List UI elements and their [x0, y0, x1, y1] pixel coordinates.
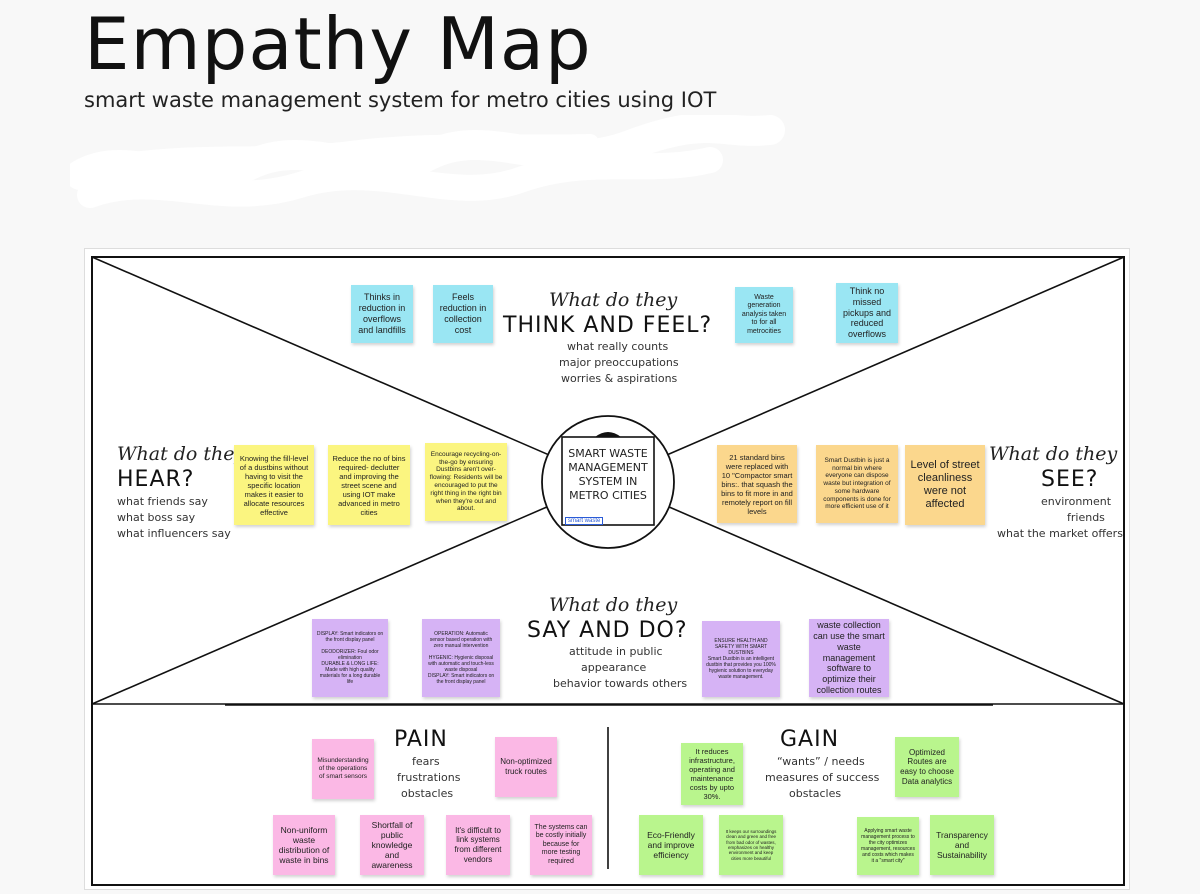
- pain-line-3: obstacles: [401, 787, 454, 800]
- say-line-3: behavior towards others: [553, 677, 688, 690]
- say-line-1: attitude in public: [569, 645, 663, 658]
- hear-script: What do they: [117, 443, 246, 465]
- redaction-scribble: [70, 115, 785, 208]
- gain-note[interactable]: It reduces infrastructure, operating and…: [681, 743, 743, 805]
- see-line-2: friends: [1067, 511, 1105, 524]
- think-line-3: worries & aspirations: [561, 372, 678, 385]
- pain-note[interactable]: Misunderstanding of the operations of sm…: [312, 739, 374, 799]
- see-heading: SEE?: [1041, 467, 1099, 492]
- hear-line-2: what boss say: [117, 511, 196, 524]
- say-note[interactable]: waste collection can use the smart waste…: [809, 619, 889, 697]
- think-note[interactable]: Feels reduction in collection cost: [433, 285, 493, 343]
- center-label: SMART WASTE MANAGEMENT SYSTEM IN METRO C…: [568, 447, 648, 502]
- gain-line-3: obstacles: [789, 787, 842, 800]
- pain-line-2: frustrations: [397, 771, 461, 784]
- hear-note[interactable]: Knowing the fill-level of a dustbins wit…: [234, 445, 314, 525]
- hear-heading: HEAR?: [117, 467, 195, 492]
- gain-note[interactable]: It keeps our surroundings clean and gree…: [719, 815, 783, 875]
- pain-note[interactable]: Non-optimized truck routes: [495, 737, 557, 797]
- pain-heading: PAIN: [394, 727, 448, 752]
- say-heading: SAY AND DO?: [527, 618, 688, 643]
- think-line-2: major preoccupations: [559, 356, 679, 369]
- page-subtitle: smart waste management system for metro …: [84, 88, 717, 112]
- say-note[interactable]: DISPLAY: Smart indicators on the front d…: [312, 619, 388, 697]
- gain-note[interactable]: Optimized Routes are easy to choose Data…: [895, 737, 959, 797]
- pain-note[interactable]: It's difficult to link systems from diff…: [446, 815, 510, 875]
- hear-note[interactable]: Encourage recycling-on-the-go by ensurin…: [425, 443, 507, 521]
- think-note[interactable]: Think no missed pickups and reduced over…: [836, 283, 898, 343]
- map-frame: [91, 256, 1125, 886]
- gain-line-2: measures of success: [765, 771, 880, 784]
- say-note[interactable]: ENSURE HEALTH AND SAFETY WITH SMART DUST…: [702, 621, 780, 697]
- say-script: What do they: [549, 594, 678, 616]
- gain-note[interactable]: Applying smart waste management process …: [857, 817, 919, 875]
- empathy-map-board: SMART WASTE MANAGEMENT SYSTEM IN METRO C…: [84, 248, 1130, 890]
- gain-line-1: “wants” / needs: [777, 755, 865, 768]
- see-script: What do they: [989, 443, 1118, 465]
- think-note[interactable]: Thinks in reduction in overflows and lan…: [351, 285, 413, 343]
- hear-line-1: what friends say: [117, 495, 208, 508]
- see-note[interactable]: 21 standard bins were replaced with 10 "…: [717, 445, 797, 523]
- see-line-3: what the market offers: [997, 527, 1123, 540]
- say-line-2: appearance: [581, 661, 647, 674]
- gain-note[interactable]: Transparency and Sustainability: [930, 815, 994, 875]
- hear-line-3: what influencers say: [117, 527, 231, 540]
- page-title: Empathy Map: [84, 2, 592, 86]
- say-note[interactable]: OPERATION: Automatic sensor based operat…: [422, 619, 500, 697]
- pain-note[interactable]: Shortfall of public knowledge and awaren…: [360, 815, 424, 875]
- pain-note[interactable]: The systems can be costly initially beca…: [530, 815, 592, 875]
- see-note[interactable]: Level of street cleanliness were not aff…: [905, 445, 985, 525]
- see-note[interactable]: Smart Dustbin is just a normal bin where…: [816, 445, 898, 523]
- think-heading: THINK AND FEEL?: [503, 313, 713, 338]
- hear-note[interactable]: Reduce the no of bins required- declutte…: [328, 445, 410, 525]
- center-tag[interactable]: smart waste: [565, 517, 604, 525]
- pain-line-1: fears: [412, 755, 440, 768]
- pain-note[interactable]: Non-uniform waste distribution of waste …: [273, 815, 335, 875]
- gain-note[interactable]: Eco-Friendly and improve efficiency: [639, 815, 703, 875]
- think-note[interactable]: Waste generation analysis taken to for a…: [735, 287, 793, 343]
- gain-heading: GAIN: [780, 727, 840, 752]
- think-script: What do they: [549, 289, 678, 311]
- think-line-1: what really counts: [567, 340, 669, 353]
- see-line-1: environment: [1041, 495, 1112, 508]
